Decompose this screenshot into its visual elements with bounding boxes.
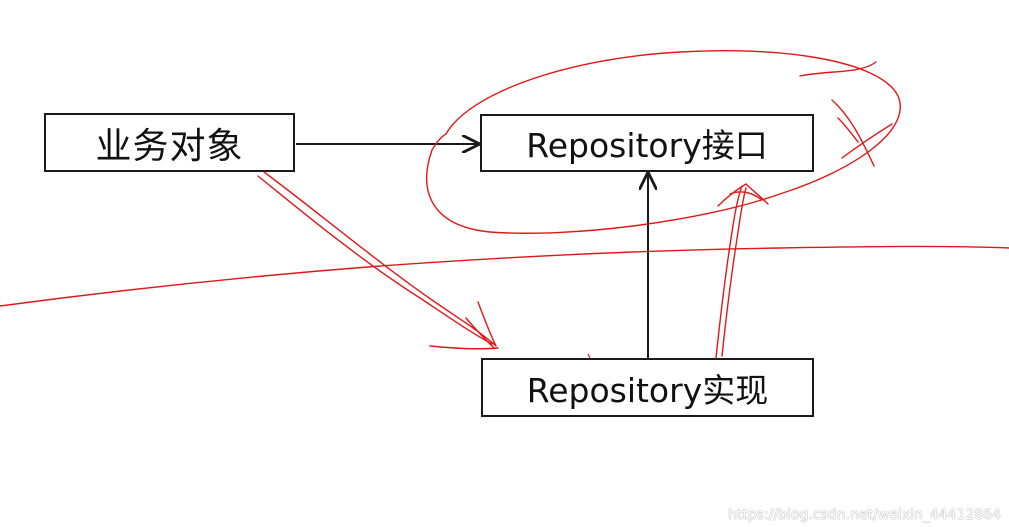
annotation-ellipse-tail — [799, 61, 877, 77]
annotation-arrowhead-impl-left — [717, 183, 747, 207]
annotation-tick — [587, 353, 591, 359]
annotation-cross-mark — [831, 99, 875, 167]
annotation-ellipse — [426, 49, 901, 234]
annotation-arrow-business-to-impl — [257, 175, 493, 345]
annotation-arrow-business-to-impl-2 — [263, 171, 497, 347]
annotation-arrow-impl-to-interface-2 — [721, 187, 747, 357]
annotation-arrowhead-left — [429, 345, 499, 350]
repository-interface-node: Repository接口 — [480, 114, 814, 172]
annotation-arrowhead-top-2 — [465, 317, 495, 349]
annotation-arrowhead-top — [477, 301, 497, 347]
annotation-arrow-impl-to-interface — [715, 185, 743, 359]
business-object-node: 业务对象 — [44, 113, 295, 172]
annotation-divider-stroke — [0, 245, 1009, 307]
repository-impl-node: Repository实现 — [481, 358, 814, 417]
annotation-arrowhead-impl-right — [745, 183, 769, 205]
watermark-text: https://blog.csdn.net/weixin_44412864 — [727, 507, 1001, 523]
annotation-cross-mark-3 — [837, 117, 859, 143]
annotation-cross-mark-2 — [841, 123, 893, 159]
annotation-arrowhead-impl-extra — [729, 191, 763, 201]
